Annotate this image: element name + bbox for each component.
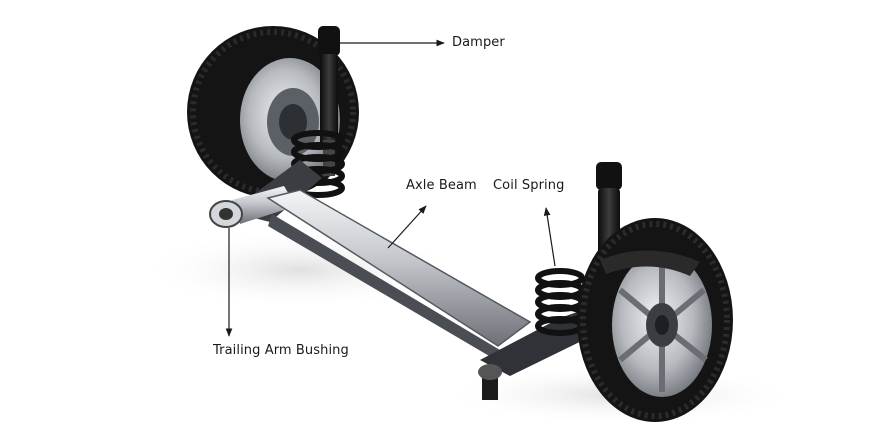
axle-beam-part	[266, 189, 532, 360]
coil-spring-label: Coil Spring	[493, 178, 565, 193]
right-wheel	[577, 218, 733, 422]
axle-beam-arrow	[387, 205, 427, 249]
right-coil-spring	[535, 268, 585, 336]
damper-label: Damper	[452, 35, 505, 50]
callout-arrows	[225, 39, 556, 337]
trailing-arm-bushing-label: Trailing Arm Bushing	[213, 343, 349, 358]
axle-beam-label: Axle Beam	[406, 178, 477, 193]
trailing-arm-bushing-part	[209, 200, 243, 228]
coil-spring-arrow	[543, 207, 556, 267]
